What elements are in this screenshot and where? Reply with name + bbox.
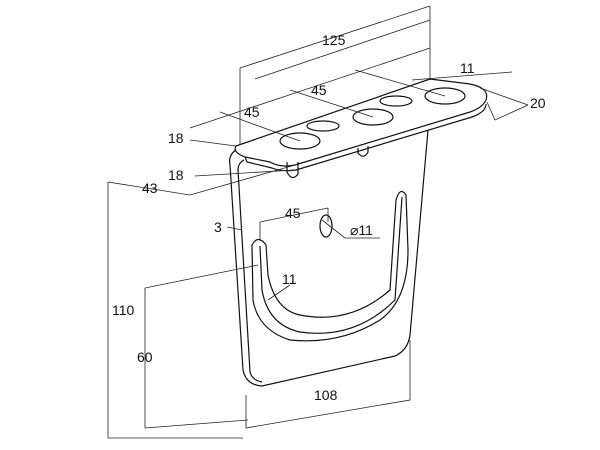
dim-u-slot-width: 11 bbox=[282, 271, 297, 287]
dim-hole-spacing-2: 45 bbox=[311, 82, 327, 98]
dimension-labels: 125 45 45 11 20 18 18 43 3 45 ⌀11 11 110… bbox=[112, 32, 546, 403]
dim-height: 110 bbox=[112, 302, 135, 318]
slot-tab-1 bbox=[286, 162, 299, 179]
dimension-lines bbox=[107, 5, 529, 439]
dim-flange-offset-1: 18 bbox=[168, 130, 184, 146]
flange-slot-1 bbox=[306, 120, 340, 132]
slot-tab-2 bbox=[357, 146, 369, 157]
top-flange bbox=[234, 78, 488, 167]
bracket-part bbox=[229, 78, 488, 387]
dim-slot-width: 11 bbox=[460, 60, 475, 76]
dim-end-offset: 20 bbox=[530, 95, 546, 111]
dim-thickness: 3 bbox=[214, 219, 222, 235]
flange-hole-3 bbox=[424, 87, 466, 105]
plate-thickness-edge bbox=[237, 159, 263, 383]
dim-width: 108 bbox=[314, 387, 338, 403]
dim-flange-depth: 43 bbox=[142, 180, 158, 196]
u-slot-outer bbox=[251, 190, 409, 342]
dim-hole-spacing-1: 45 bbox=[244, 104, 260, 120]
dim-front-hole-spacing: 45 bbox=[285, 205, 301, 221]
flange-slot-2 bbox=[379, 95, 413, 107]
front-hole bbox=[319, 214, 333, 238]
u-slot-inner-edge bbox=[259, 196, 403, 334]
dim-flange-offset-2: 18 bbox=[168, 167, 184, 183]
dim-overall-length: 125 bbox=[322, 32, 346, 48]
dim-u-slot-height: 60 bbox=[137, 349, 153, 365]
dim-hole-diameter: ⌀11 bbox=[350, 222, 373, 238]
flange-thickness-edge bbox=[244, 103, 487, 172]
flange-hole-1 bbox=[279, 132, 321, 150]
vertical-plate bbox=[229, 129, 429, 387]
flange-hole-2 bbox=[352, 108, 394, 126]
